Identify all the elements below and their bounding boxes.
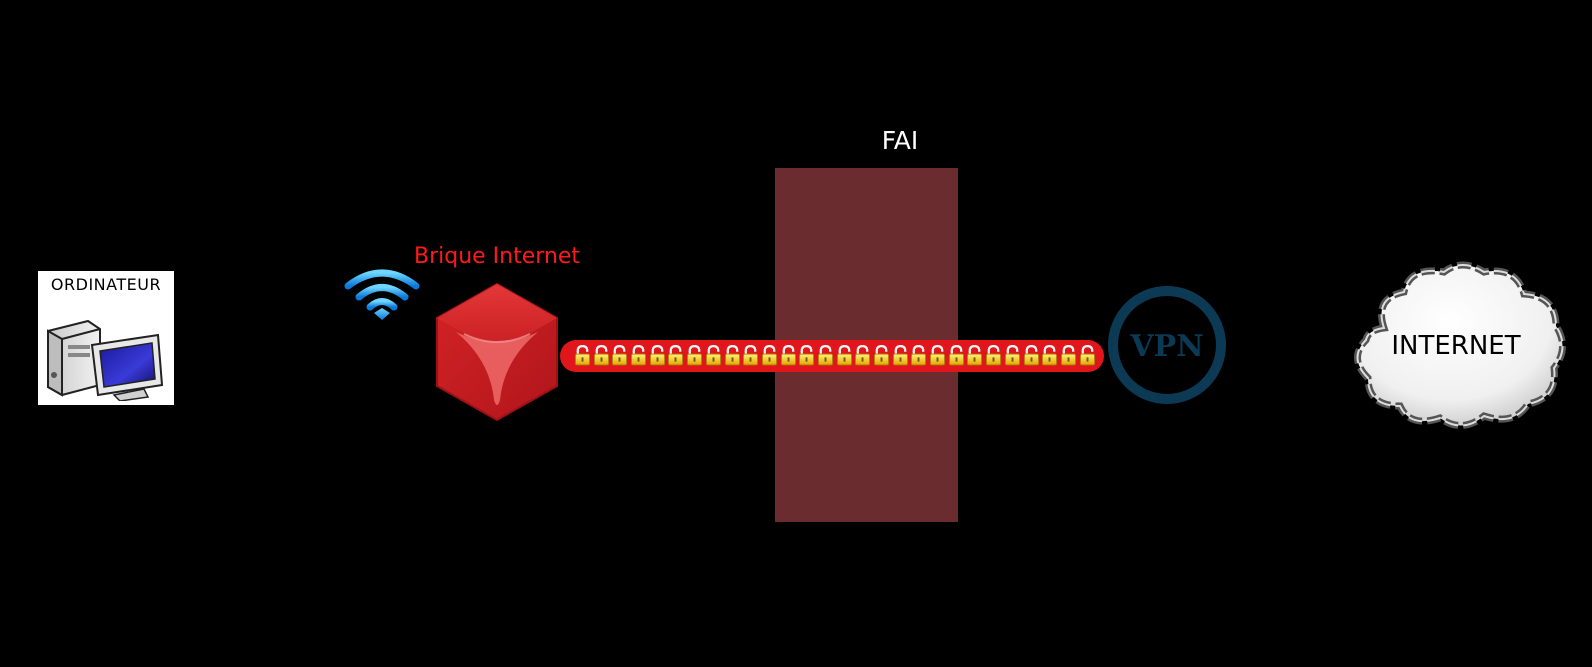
padlock-icon bbox=[966, 344, 985, 367]
padlock-icon bbox=[724, 344, 743, 367]
padlock-icon bbox=[649, 344, 668, 367]
internet-label: INTERNET bbox=[1391, 331, 1520, 361]
padlock-icon bbox=[985, 344, 1004, 367]
padlock-icon bbox=[705, 344, 724, 367]
padlock-icon bbox=[574, 344, 593, 367]
padlock-icon bbox=[910, 344, 929, 367]
padlock-icon bbox=[1060, 344, 1079, 367]
padlock-icon bbox=[1023, 344, 1042, 367]
padlock-icon bbox=[817, 344, 836, 367]
padlock-icon bbox=[892, 344, 911, 367]
padlock-icon bbox=[686, 344, 705, 367]
cube-icon bbox=[436, 282, 558, 422]
vpn-label: VPN bbox=[1129, 329, 1203, 364]
cloud-icon: INTERNET bbox=[1354, 261, 1566, 429]
computer-node: ORDINATEUR bbox=[38, 271, 174, 405]
padlock-icon bbox=[1079, 344, 1098, 367]
padlock-icon bbox=[761, 344, 780, 367]
padlock-icon bbox=[611, 344, 630, 367]
encrypted-tunnel bbox=[560, 340, 1104, 372]
padlock-icon bbox=[948, 344, 967, 367]
brique-label: Brique Internet bbox=[414, 244, 581, 269]
padlock-icon bbox=[929, 344, 948, 367]
computer-icon bbox=[47, 319, 164, 401]
computer-label: ORDINATEUR bbox=[50, 275, 162, 294]
padlock-icon bbox=[630, 344, 649, 367]
padlock-icon bbox=[667, 344, 686, 367]
padlock-icon bbox=[1041, 344, 1060, 367]
padlock-icon bbox=[854, 344, 873, 367]
padlock-icon bbox=[873, 344, 892, 367]
vpn-icon: VPN bbox=[1108, 286, 1226, 404]
padlock-icon bbox=[836, 344, 855, 367]
padlock-icon bbox=[593, 344, 612, 367]
padlock-icon bbox=[742, 344, 761, 367]
fai-label: FAI bbox=[881, 126, 919, 155]
padlock-icon bbox=[1004, 344, 1023, 367]
padlock-icon bbox=[798, 344, 817, 367]
padlock-icon bbox=[780, 344, 799, 367]
wifi-icon bbox=[344, 269, 420, 320]
